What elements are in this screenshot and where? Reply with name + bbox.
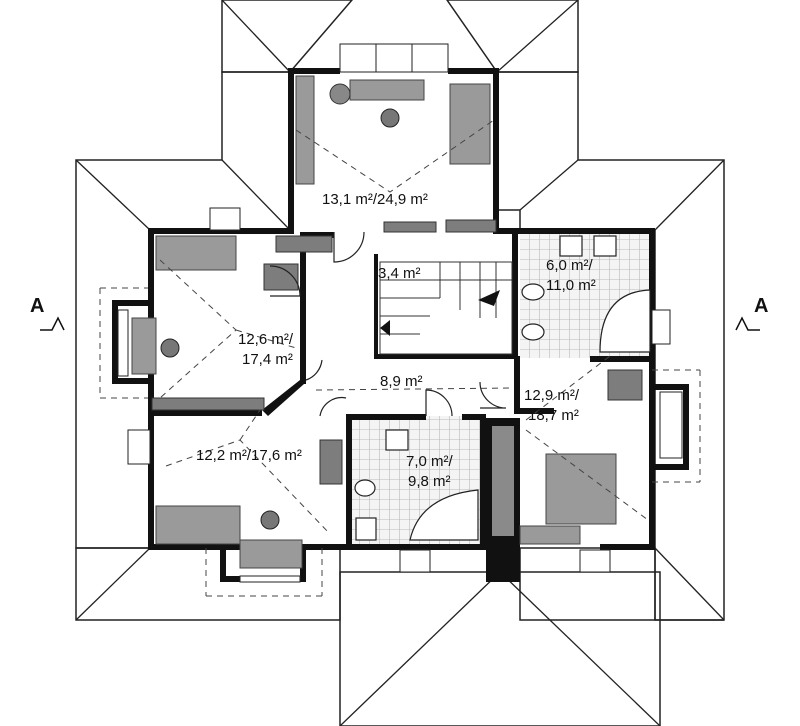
area-label-top-room: 13,1 m²/24,9 m² — [322, 191, 428, 208]
roof-dormer-top-left — [221, 0, 353, 73]
area-label-bath-center-2: 9,8 m² — [408, 473, 451, 490]
area-label-left-upper-2: 17,4 m² — [242, 351, 293, 368]
area-label-bath-right-2: 11,0 m² — [546, 277, 596, 294]
roof-bottom-right — [519, 547, 724, 621]
section-marker-right: A — [735, 295, 768, 331]
area-label-hall: 8,9 m² — [380, 373, 423, 390]
area-label-bath-right-1: 6,0 m²/ — [546, 257, 594, 274]
sink-icon — [521, 323, 545, 341]
roof-projection-lines — [99, 119, 701, 597]
plant-icon — [329, 83, 351, 105]
chair-icon — [160, 338, 180, 358]
roof-dormer-top-right — [446, 0, 579, 73]
area-label-stair: 3,4 m² — [378, 265, 421, 282]
area-label-right-lower-1: 12,9 m²/ — [524, 387, 580, 404]
sink-icon — [354, 479, 376, 497]
section-marker-left: A — [30, 295, 65, 331]
windows — [117, 43, 683, 583]
area-label-left-lower: 12,2 m²/17,6 m² — [196, 447, 302, 464]
walls — [112, 68, 689, 582]
roof — [75, 0, 725, 726]
staircase — [379, 261, 513, 355]
sink-icon — [521, 283, 545, 301]
area-label-right-lower-2: 18,7 m² — [528, 407, 579, 424]
bathtub-icon — [599, 289, 651, 353]
chair-icon — [380, 108, 400, 128]
doors — [269, 231, 507, 417]
room-labels: 13,1 m²/24,9 m² 3,4 m² 6,0 m²/ 11,0 m² 1… — [196, 191, 596, 490]
chair-icon — [260, 510, 280, 530]
section-label-left: A — [30, 295, 44, 317]
roof-dormer-bottom — [339, 571, 661, 726]
area-label-bath-center-1: 7,0 m²/ — [406, 453, 454, 470]
furniture — [131, 75, 651, 569]
section-label-right: A — [754, 295, 768, 317]
area-label-left-upper-1: 12,6 m²/ — [238, 331, 294, 348]
stair-arrow-icon — [478, 290, 500, 306]
bathtub-icon — [409, 489, 479, 541]
